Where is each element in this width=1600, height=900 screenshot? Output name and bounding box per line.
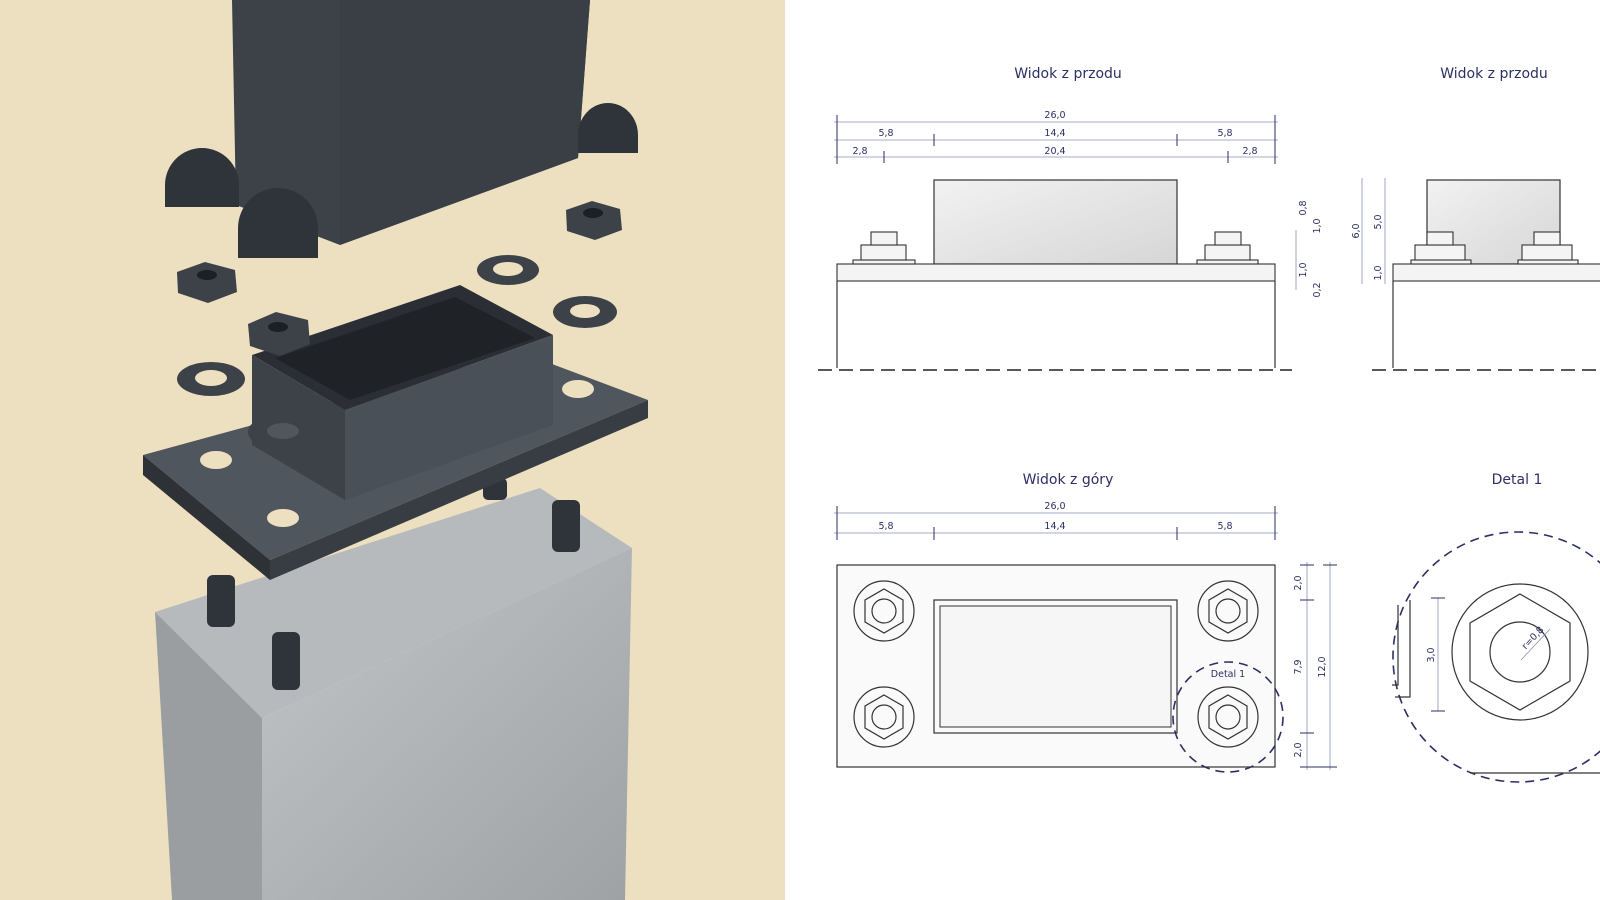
dim-height: 5,0 [1373, 214, 1384, 229]
dim-side: 1,0 [1312, 218, 1323, 233]
dim-vertical: 2,0 [1293, 742, 1304, 757]
top-view: Widok z góry 26,0 5,8 14,4 5,8 Detal 1 [834, 472, 1337, 773]
top-view-title: Widok z góry [1023, 472, 1114, 488]
nut-left [852, 231, 916, 265]
dim-vertical: 7,9 [1293, 659, 1304, 674]
dim-side: 0,8 [1298, 200, 1309, 215]
dim-seg: 5,8 [878, 521, 893, 532]
technical-drawings: Widok z przodu 26,0 5,8 14,4 5,8 2,8 20,… [785, 0, 1600, 900]
dim-seg: 5,8 [1217, 521, 1232, 532]
anchor-rods [207, 478, 580, 690]
dim-bolt: 2,8 [1242, 146, 1257, 157]
dim-overall: 26,0 [1044, 110, 1065, 121]
detail-callout-label: Detal 1 [1211, 669, 1245, 680]
dome-caps [165, 103, 638, 258]
exploded-render [0, 0, 785, 900]
detail-title: Detal 1 [1492, 472, 1543, 488]
socket-box [252, 285, 553, 500]
dim-bolt: 20,4 [1044, 146, 1065, 157]
front-view-2-title: Widok z przodu [1440, 66, 1548, 82]
hex-nuts [177, 201, 622, 356]
dim-vertical: 2,0 [1293, 575, 1304, 590]
dim-side: 0,2 [1312, 282, 1323, 297]
detail-callout-circle [1172, 661, 1284, 773]
dim-seg: 5,8 [878, 128, 893, 139]
dim-seg: 14,4 [1044, 521, 1065, 532]
dim-vertical-overall: 12,0 [1317, 656, 1328, 677]
detail-dim: 3,0 [1426, 647, 1437, 662]
dim-seg: 5,8 [1217, 128, 1232, 139]
dim-height: 1,0 [1373, 265, 1384, 280]
dim-bolt: 2,8 [852, 146, 867, 157]
dim-seg: 14,4 [1044, 128, 1065, 139]
bolts [853, 580, 1259, 748]
dim-side: 1,0 [1298, 262, 1309, 277]
nut-right [1196, 231, 1259, 265]
front-view: Widok z przodu 26,0 5,8 14,4 5,8 2,8 20,… [818, 66, 1323, 371]
timber-post [232, 0, 590, 245]
front-view-2: Widok z przodu 6,0 5,0 1,0 [1351, 66, 1600, 371]
front-view-title: Widok z przodu [1014, 66, 1122, 82]
dim-height: 6,0 [1351, 223, 1362, 238]
washers [177, 255, 617, 450]
dim-overall: 26,0 [1044, 501, 1065, 512]
